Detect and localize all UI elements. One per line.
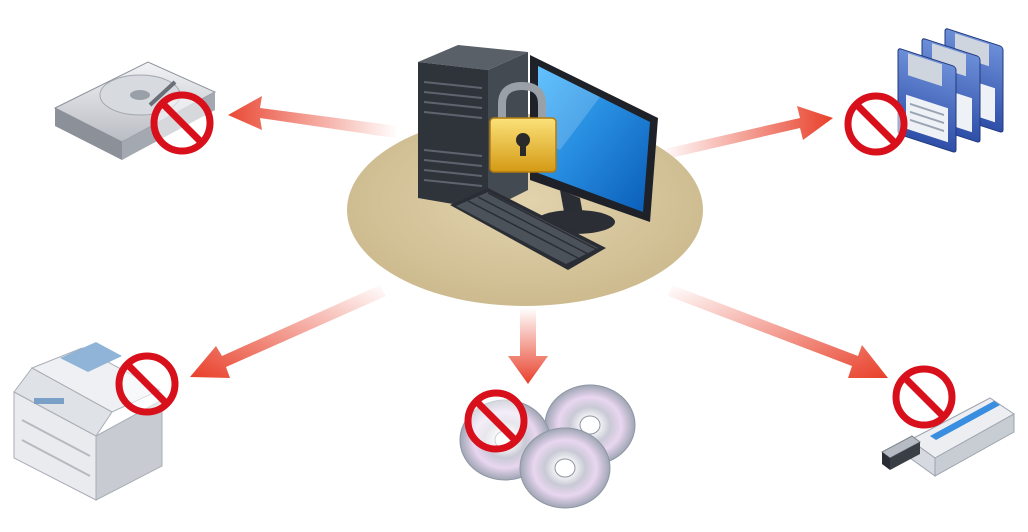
prohibited-icon bbox=[119, 356, 175, 412]
prohibited-icon bbox=[896, 369, 952, 425]
keyboard-icon bbox=[450, 188, 606, 270]
arrow-to-printer bbox=[190, 285, 386, 378]
arrow-to-floppy bbox=[660, 106, 833, 160]
usb-flash-drive-icon bbox=[881, 397, 1015, 477]
arrow-to-optical-disc bbox=[508, 308, 548, 384]
usb-device bbox=[881, 369, 1015, 477]
floppy-device bbox=[848, 28, 1004, 153]
padlock-icon bbox=[489, 81, 557, 173]
prohibited-icon bbox=[468, 393, 524, 449]
arrow-to-usb bbox=[668, 285, 888, 378]
floppy-disk-stack-icon bbox=[897, 28, 1004, 153]
optical-disc-device bbox=[459, 384, 636, 509]
hard-disk-device bbox=[53, 61, 217, 160]
arrow-to-hard-disk bbox=[228, 96, 398, 138]
central-computer-group bbox=[347, 45, 703, 306]
printer-device bbox=[13, 342, 175, 501]
prohibited-icon bbox=[154, 95, 210, 151]
prohibited-icon bbox=[848, 96, 904, 152]
